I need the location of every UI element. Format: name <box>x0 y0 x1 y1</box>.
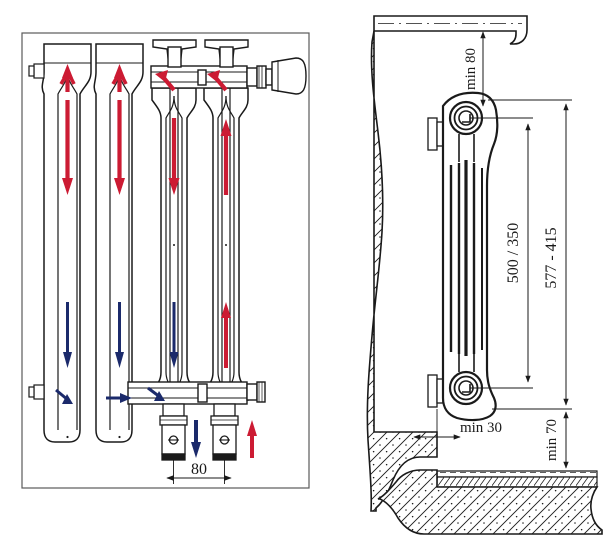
return-shutoff-valve[interactable] <box>159 403 188 461</box>
top-manifold-bar <box>150 39 249 89</box>
dimension-label-80: 80 <box>191 461 207 478</box>
arrow-supply-inlet <box>247 420 257 458</box>
dimension-label-500-350: 500 / 350 <box>505 223 522 283</box>
arrow-return-outlet <box>191 420 201 458</box>
dimension-label-min70: min 70 <box>544 419 560 461</box>
floor-section <box>377 469 603 535</box>
left-panel-frame <box>21 32 310 489</box>
left-panel: 80 <box>21 32 310 489</box>
arrow-hot-section4-bottom <box>221 302 231 368</box>
bottom-manifold-bar <box>127 381 266 405</box>
arrow-cold-section3-bottom <box>147 302 179 401</box>
shutoff-valves <box>159 403 239 461</box>
wall-bracket-upper <box>427 117 444 151</box>
riser-tubes <box>169 76 231 404</box>
side-nipples <box>28 63 45 400</box>
nipple-top-left <box>28 63 45 79</box>
dimension-floor-clearance: min 70 <box>544 411 569 469</box>
arrow-hot-section2-top <box>111 64 128 195</box>
arrow-hot-section4-top <box>207 70 232 195</box>
right-panel: min 80 500 / 350 577 - 415 min 30 min 70 <box>366 15 603 535</box>
thermostatic-valve-head[interactable] <box>246 57 307 95</box>
arrow-cold-section2-bottom <box>106 302 132 403</box>
dimension-overall-height: 577 - 415 <box>488 99 572 410</box>
arrow-hot-section3-top <box>155 70 180 195</box>
radiator-side-profile <box>441 91 499 422</box>
window-sill <box>373 15 528 45</box>
dimension-label-577-415: 577 - 415 <box>543 227 560 288</box>
dimension-valve-spacing: 80 <box>166 460 232 484</box>
handwheel-right[interactable] <box>204 39 249 68</box>
dimension-label-min80: min 80 <box>463 48 479 90</box>
wall-section <box>366 30 438 512</box>
handwheel-left[interactable] <box>152 39 197 68</box>
wall-bracket-lower <box>427 374 444 408</box>
nipple-bottom-left <box>28 384 45 400</box>
radiator-fins <box>449 160 483 356</box>
arrow-hot-section1-top <box>59 64 76 195</box>
bottom-header-pipe <box>448 370 484 406</box>
supply-shutoff-valve[interactable] <box>210 403 239 461</box>
top-header-pipe <box>448 100 484 136</box>
dimension-windowsill-clearance: min 80 <box>463 31 486 107</box>
dimension-centre-distance: 500 / 350 <box>470 117 533 389</box>
flow-arrows <box>55 64 257 458</box>
dimension-label-min30: min 30 <box>460 420 502 436</box>
arrow-cold-section1-bottom <box>55 302 73 404</box>
dimension-wall-clearance: min 30 <box>413 409 502 445</box>
